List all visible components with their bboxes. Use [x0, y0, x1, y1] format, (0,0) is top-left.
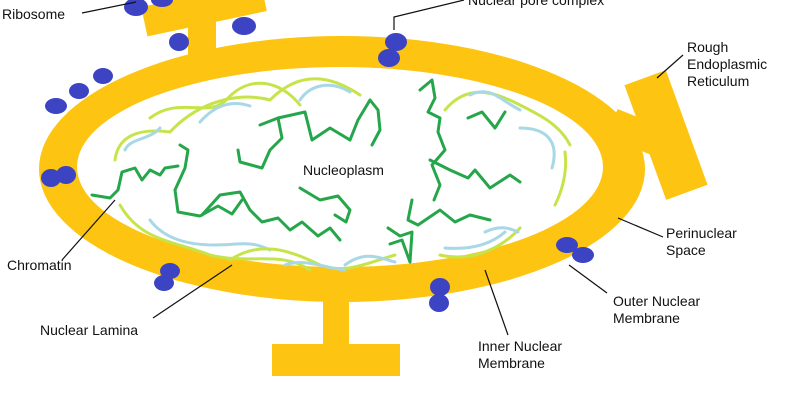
ribosome-dot [41, 169, 61, 187]
ribosomes [41, 0, 594, 291]
leader-ribosome [81, 1, 137, 14]
ribosome-dot [45, 98, 67, 114]
leader-lines [61, 0, 684, 336]
label-perinuclear-line2: Space [666, 242, 706, 258]
ribosome-dot [69, 83, 89, 99]
label-inner-membrane-line2: Membrane [478, 355, 545, 371]
leader-inner-membrane [484, 269, 509, 336]
label-nuclear-lamina: Nuclear Lamina [40, 322, 139, 338]
ribosome-dot [151, 0, 173, 7]
label-inner-membrane-line1: Inner Nuclear [478, 338, 563, 354]
leader-rough-er [656, 54, 684, 79]
label-perinuclear-line1: Perinuclear [666, 225, 737, 241]
ribosome-dot [154, 275, 174, 291]
rough-er-stub-right-bar [624, 70, 708, 200]
pore-dot [385, 33, 407, 51]
ribosome-dot [232, 17, 256, 35]
leader-chromatin [61, 199, 116, 261]
ribosome-dot [93, 68, 113, 84]
label-outer-membrane-line2: Membrane [613, 310, 680, 326]
nuclear-pore-complexes [378, 33, 450, 312]
label-perinuclear-space: Perinuclear Space [666, 225, 737, 259]
ribosome-dot [56, 166, 76, 184]
pore-dot [378, 49, 400, 67]
ribosome-dot [556, 237, 578, 253]
ribosome-dot [124, 0, 148, 16]
leader-nuclear-pore [393, 0, 465, 30]
label-nucleoplasm: Nucleoplasm [303, 162, 384, 178]
chromatin-fibers [90, 78, 522, 264]
label-rough-er-line1: Rough [687, 39, 729, 55]
label-rough-er: Rough Endoplasmic Reticulum [687, 39, 767, 90]
nuclear-lamina [113, 77, 572, 272]
rough-er-stubs [141, 0, 708, 376]
rough-er-stub-bottom-bar [272, 344, 400, 376]
label-rough-er-line3: Reticulum [687, 73, 750, 89]
ribosome-dot [169, 33, 189, 51]
label-outer-nuclear-membrane: Outer Nuclear Membrane [613, 293, 700, 327]
pore-dot [430, 278, 450, 296]
rough-er-stub-top-bar [141, 0, 267, 37]
label-nuclear-pore-complex: Nuclear pore complex [468, 0, 605, 8]
ribosome-dot [160, 263, 180, 279]
label-ribosome: Ribosome [2, 6, 66, 22]
leader-outer-membrane [568, 264, 608, 294]
leader-perinuclear [617, 217, 664, 238]
leader-nuclear-lamina [152, 264, 233, 319]
label-chromatin: Chromatin [7, 257, 72, 273]
label-rough-er-line2: Endoplasmic [687, 56, 768, 72]
label-outer-membrane-line1: Outer Nuclear [613, 293, 701, 309]
ribosome-dot [572, 247, 594, 263]
pore-dot [429, 294, 449, 312]
label-inner-nuclear-membrane: Inner Nuclear Membrane [478, 338, 562, 372]
